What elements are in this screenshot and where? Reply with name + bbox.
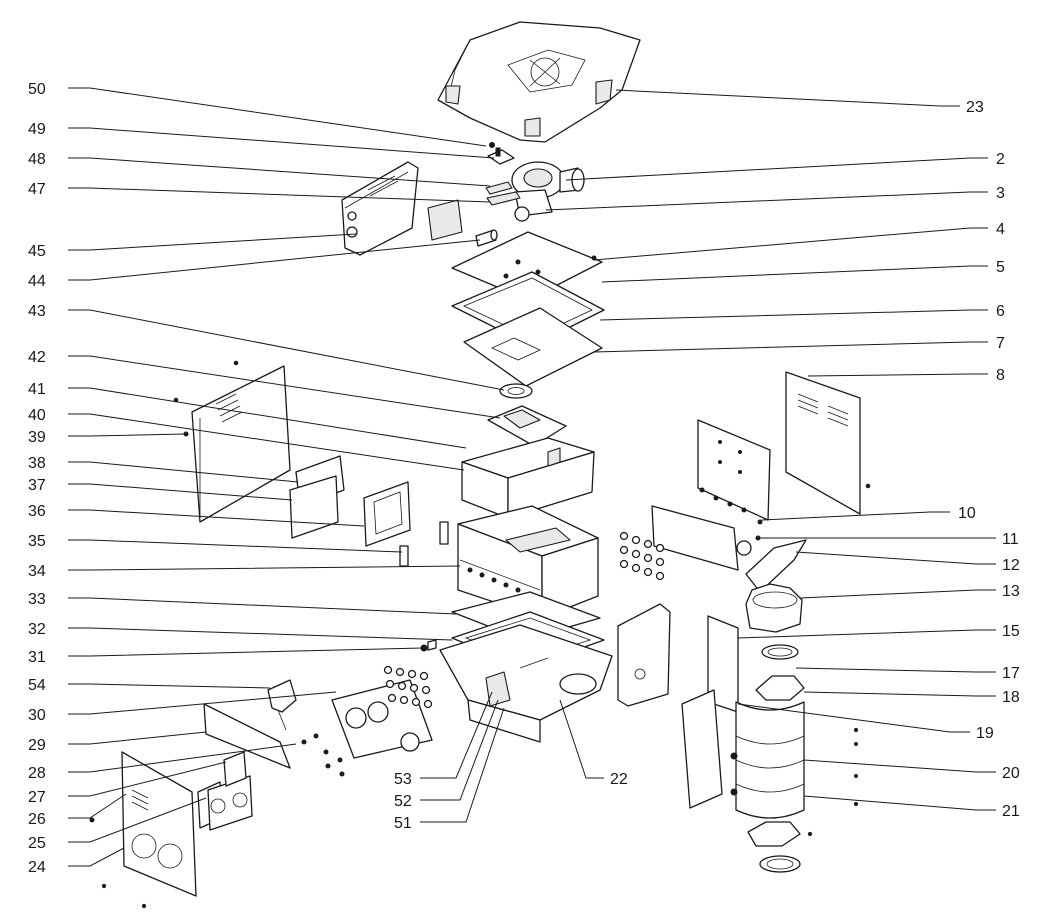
callout-22: 22 bbox=[610, 771, 628, 788]
part-ring-gasket bbox=[499, 383, 533, 399]
callout-27: 27 bbox=[28, 789, 46, 806]
callout-7: 7 bbox=[996, 335, 1005, 352]
callout-35: 35 bbox=[28, 533, 46, 550]
callout-19: 19 bbox=[976, 725, 994, 742]
callout-25: 25 bbox=[28, 835, 46, 852]
callout-6: 6 bbox=[996, 303, 1005, 320]
part-left-manifold bbox=[267, 665, 433, 777]
part-rear-panel bbox=[697, 419, 771, 521]
part-fastener-small bbox=[487, 142, 515, 165]
part-lower-plate bbox=[203, 703, 291, 769]
callout-20: 20 bbox=[1002, 765, 1020, 782]
part-right-manifold bbox=[619, 487, 763, 581]
callout-28: 28 bbox=[28, 765, 46, 782]
callout-42: 42 bbox=[28, 349, 46, 366]
part-blower bbox=[485, 161, 585, 222]
callout-41: 41 bbox=[28, 381, 46, 398]
part-bracket bbox=[363, 481, 411, 567]
part-combustion-chamber bbox=[461, 437, 595, 519]
part-o-rings-left bbox=[383, 665, 433, 709]
callout-34: 34 bbox=[28, 563, 46, 580]
callout-8: 8 bbox=[996, 367, 1005, 384]
part-exhaust-adapter bbox=[745, 583, 803, 633]
part-front-panels bbox=[89, 751, 253, 909]
callout-3: 3 bbox=[996, 185, 1005, 202]
callout-51: 51 bbox=[394, 815, 412, 832]
callout-21: 21 bbox=[1002, 803, 1020, 820]
callout-5: 5 bbox=[996, 259, 1005, 276]
parts-artwork bbox=[89, 21, 871, 909]
callout-12: 12 bbox=[1002, 557, 1020, 574]
callout-48: 48 bbox=[28, 151, 46, 168]
part-rear-brackets bbox=[617, 603, 739, 809]
callout-52: 52 bbox=[394, 793, 412, 810]
part-igniter bbox=[475, 229, 498, 247]
part-bolts bbox=[699, 487, 747, 513]
callout-38: 38 bbox=[28, 455, 46, 472]
callout-18: 18 bbox=[1002, 689, 1020, 706]
callout-53: 53 bbox=[394, 771, 412, 788]
callout-30: 30 bbox=[28, 707, 46, 724]
part-bolts-left bbox=[301, 733, 345, 777]
callout-37: 37 bbox=[28, 477, 46, 494]
callout-49: 49 bbox=[28, 121, 46, 138]
callout-47: 47 bbox=[28, 181, 46, 198]
callout-31: 31 bbox=[28, 649, 46, 666]
callout-2: 2 bbox=[996, 151, 1005, 168]
part-vent-flap bbox=[745, 539, 807, 593]
callout-13: 13 bbox=[1002, 583, 1020, 600]
leader-lines bbox=[68, 87, 996, 867]
callout-50: 50 bbox=[28, 81, 46, 98]
part-base bbox=[439, 624, 613, 743]
callout-4: 4 bbox=[996, 221, 1005, 238]
callout-40: 40 bbox=[28, 407, 46, 424]
callout-45: 45 bbox=[28, 243, 46, 260]
part-vent-pipe-stack bbox=[730, 644, 859, 873]
part-sensor bbox=[420, 639, 437, 652]
callout-54: 54 bbox=[28, 677, 46, 694]
callout-23: 23 bbox=[966, 99, 984, 116]
callout-labels: 50 49 48 47 45 44 43 42 41 40 39 38 37 3… bbox=[28, 81, 1020, 876]
part-control-box bbox=[341, 161, 463, 256]
part-left-side-panel bbox=[173, 360, 291, 523]
callout-24: 24 bbox=[28, 859, 46, 876]
callout-32: 32 bbox=[28, 621, 46, 638]
part-insulation-panel bbox=[463, 307, 603, 387]
callout-43: 43 bbox=[28, 303, 46, 320]
part-burner-plate bbox=[487, 405, 567, 447]
callout-44: 44 bbox=[28, 273, 46, 290]
callout-26: 26 bbox=[28, 811, 46, 828]
callout-29: 29 bbox=[28, 737, 46, 754]
callout-15: 15 bbox=[1002, 623, 1020, 640]
part-o-rings-right bbox=[619, 531, 665, 581]
callout-39: 39 bbox=[28, 429, 46, 446]
callout-10: 10 bbox=[958, 505, 976, 522]
part-insulation-blocks bbox=[289, 455, 345, 539]
part-right-side-panel bbox=[785, 371, 871, 515]
callout-11: 11 bbox=[1002, 531, 1019, 548]
callout-17: 17 bbox=[1002, 665, 1020, 682]
callout-33: 33 bbox=[28, 591, 46, 608]
part-top-cover bbox=[437, 21, 641, 143]
callout-36: 36 bbox=[28, 503, 46, 520]
